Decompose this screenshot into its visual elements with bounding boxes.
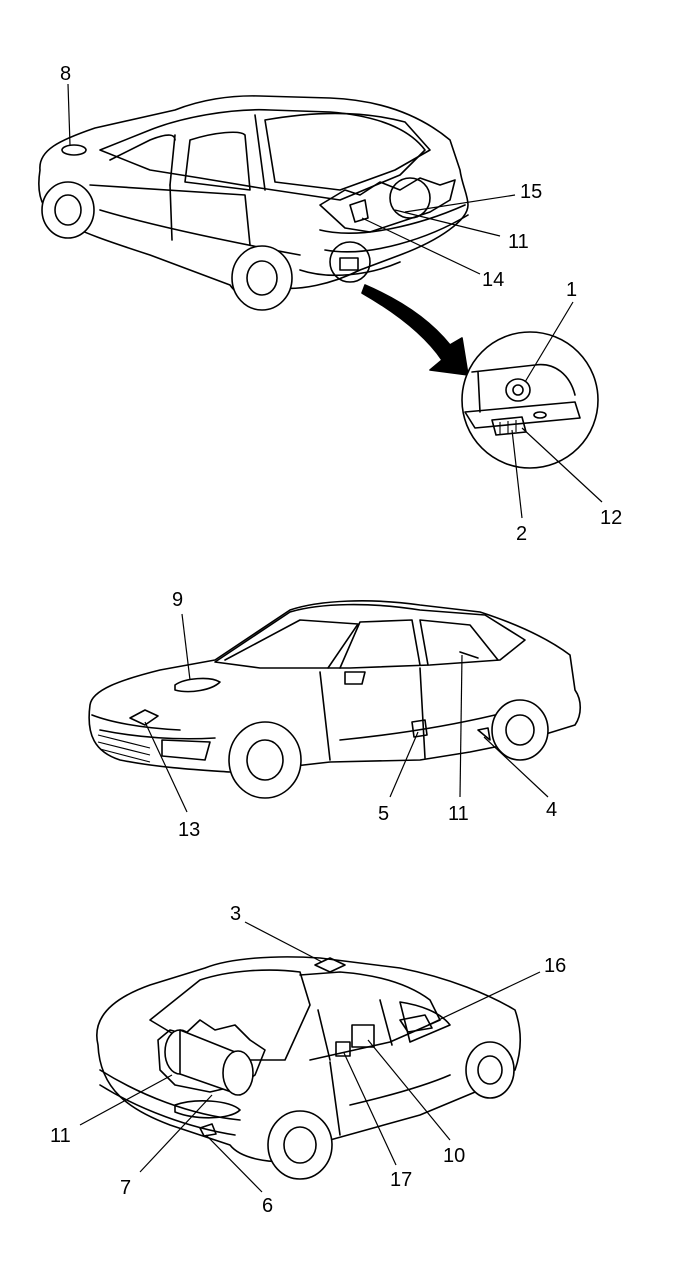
callout-9: 9 bbox=[172, 589, 183, 611]
magnify-arrow bbox=[361, 284, 469, 376]
callout-labels: 8 15 11 14 1 12 2 9 13 5 11 4 3 16 11 7 … bbox=[50, 63, 622, 1217]
callout-11-top: 11 bbox=[508, 231, 529, 253]
callout-11-middle: 11 bbox=[448, 803, 469, 825]
top-leader-lines bbox=[67, 83, 603, 519]
callout-17: 17 bbox=[390, 1169, 412, 1191]
callout-14: 14 bbox=[482, 269, 504, 291]
callout-12: 12 bbox=[600, 507, 622, 529]
callout-10: 10 bbox=[443, 1145, 465, 1167]
callout-4: 4 bbox=[546, 799, 557, 821]
top-car-illustration bbox=[38, 95, 469, 311]
callout-1: 1 bbox=[566, 279, 577, 301]
callout-11-bottom: 11 bbox=[50, 1125, 71, 1147]
callout-6: 6 bbox=[262, 1195, 273, 1217]
callout-7: 7 bbox=[120, 1177, 131, 1199]
detail-magnifier bbox=[461, 331, 599, 469]
middle-leader-lines bbox=[144, 613, 549, 813]
callout-16: 16 bbox=[544, 955, 566, 977]
callout-13: 13 bbox=[178, 819, 200, 841]
callout-15: 15 bbox=[520, 181, 542, 203]
callout-3: 3 bbox=[230, 903, 241, 925]
callout-8: 8 bbox=[60, 63, 71, 85]
middle-car-illustration bbox=[88, 600, 582, 799]
callout-5: 5 bbox=[378, 803, 389, 825]
bottom-leader-lines bbox=[79, 921, 541, 1193]
bottom-car-illustration bbox=[96, 956, 522, 1180]
callout-2: 2 bbox=[516, 523, 527, 545]
